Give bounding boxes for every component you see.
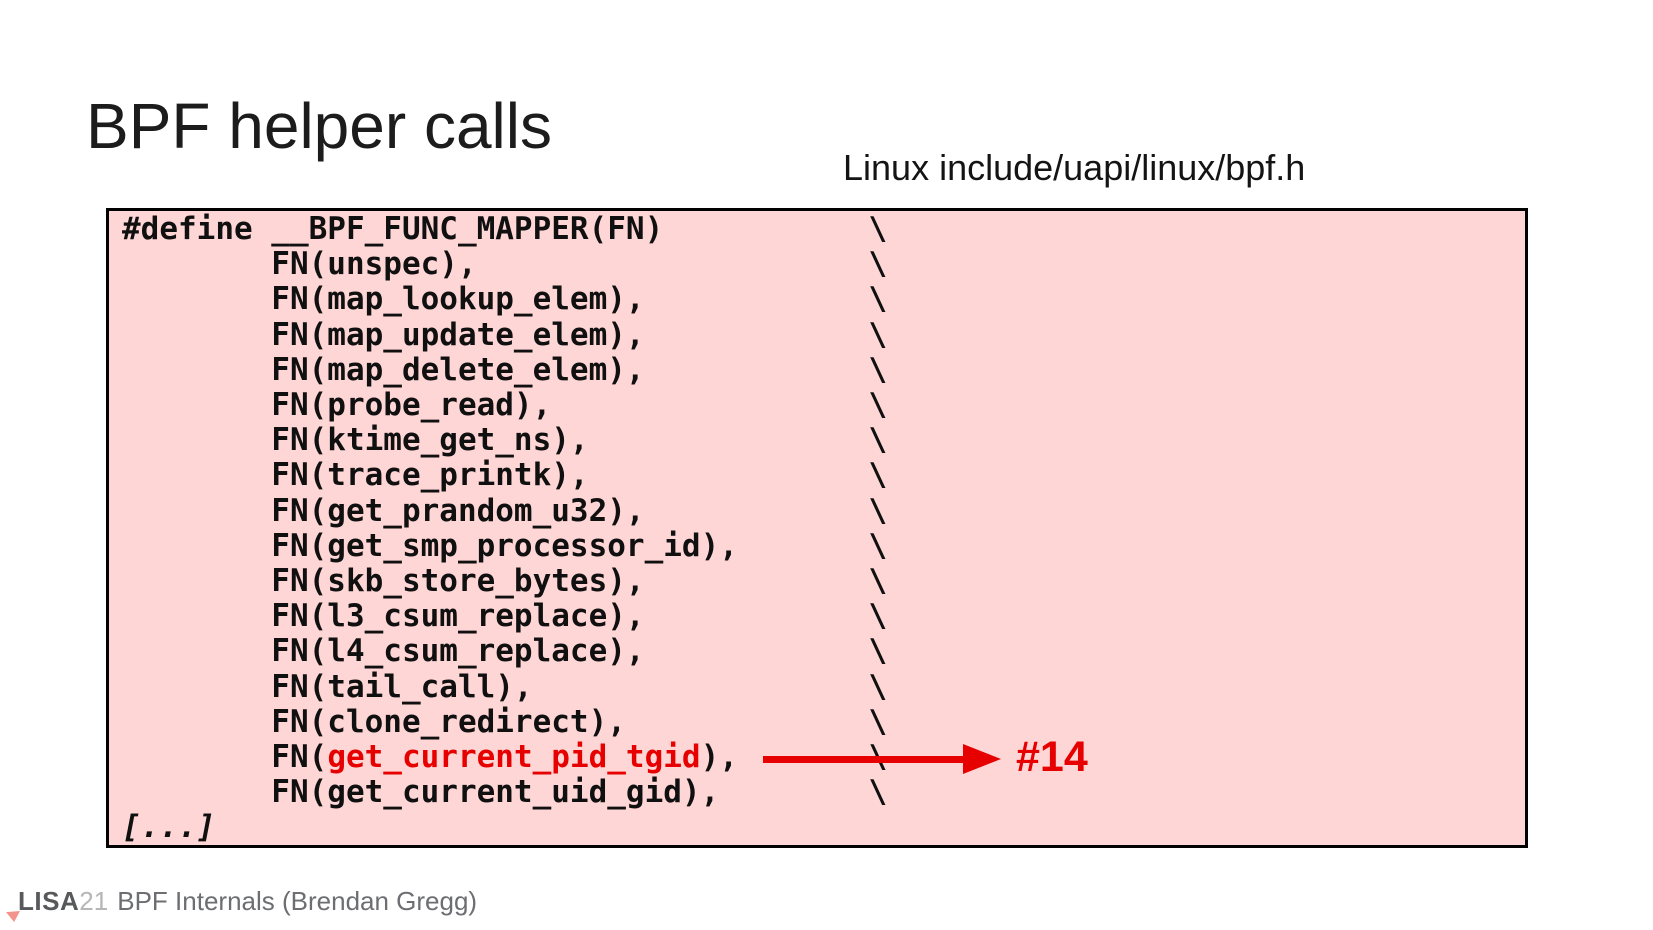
red-arrow-head-icon: [963, 744, 1001, 774]
footer-brand: LISA: [18, 886, 80, 916]
code-text: FN(: [122, 739, 328, 776]
code-line: FN(skb_store_bytes), \: [122, 563, 888, 600]
code-line: #define __BPF_FUNC_MAPPER(FN) \: [122, 211, 888, 247]
code-line: FN(tail_call), \: [122, 668, 888, 705]
code-line: FN(map_update_elem), \: [122, 316, 888, 353]
code-line: FN(map_lookup_elem), \: [122, 281, 888, 318]
page-title: BPF helper calls: [86, 89, 552, 162]
code-line: FN(get_smp_processor_id), \: [122, 527, 888, 564]
code-line: FN(get_prandom_u32), \: [122, 492, 888, 529]
code-line: FN(trace_printk), \: [122, 457, 888, 494]
code-line: FN(map_delete_elem), \: [122, 351, 888, 388]
code-line: FN(clone_redirect), \: [122, 703, 888, 740]
code-line: FN(ktime_get_ns), \: [122, 422, 888, 459]
helper-number-label: #14: [1016, 733, 1088, 781]
footer-brand-year: 21: [79, 886, 109, 916]
red-arrow-shaft: [763, 756, 965, 763]
source-file-label: Linux include/uapi/linux/bpf.h: [843, 147, 1306, 188]
code-line: FN(unspec), \: [122, 246, 888, 283]
code-lines: #define __BPF_FUNC_MAPPER(FN) \ FN(unspe…: [109, 211, 1525, 846]
footer: LISA21 BPF Internals (Brendan Gregg): [18, 886, 477, 917]
code-line: [...]: [122, 809, 216, 846]
code-line: FN(get_current_pid_tgid), \: [122, 739, 1525, 776]
lisa-logo-mark-icon: [6, 911, 20, 922]
code-line: FN(probe_read), \: [122, 387, 888, 424]
highlighted-helper-name: get_current_pid_tgid: [327, 739, 701, 776]
code-line: FN(get_current_uid_gid), \: [122, 774, 888, 811]
code-block: #define __BPF_FUNC_MAPPER(FN) \ FN(unspe…: [106, 208, 1528, 848]
code-line: FN(l3_csum_replace), \: [122, 598, 888, 635]
code-line: FN(l4_csum_replace), \: [122, 633, 888, 670]
footer-text: BPF Internals (Brendan Gregg): [117, 886, 478, 916]
